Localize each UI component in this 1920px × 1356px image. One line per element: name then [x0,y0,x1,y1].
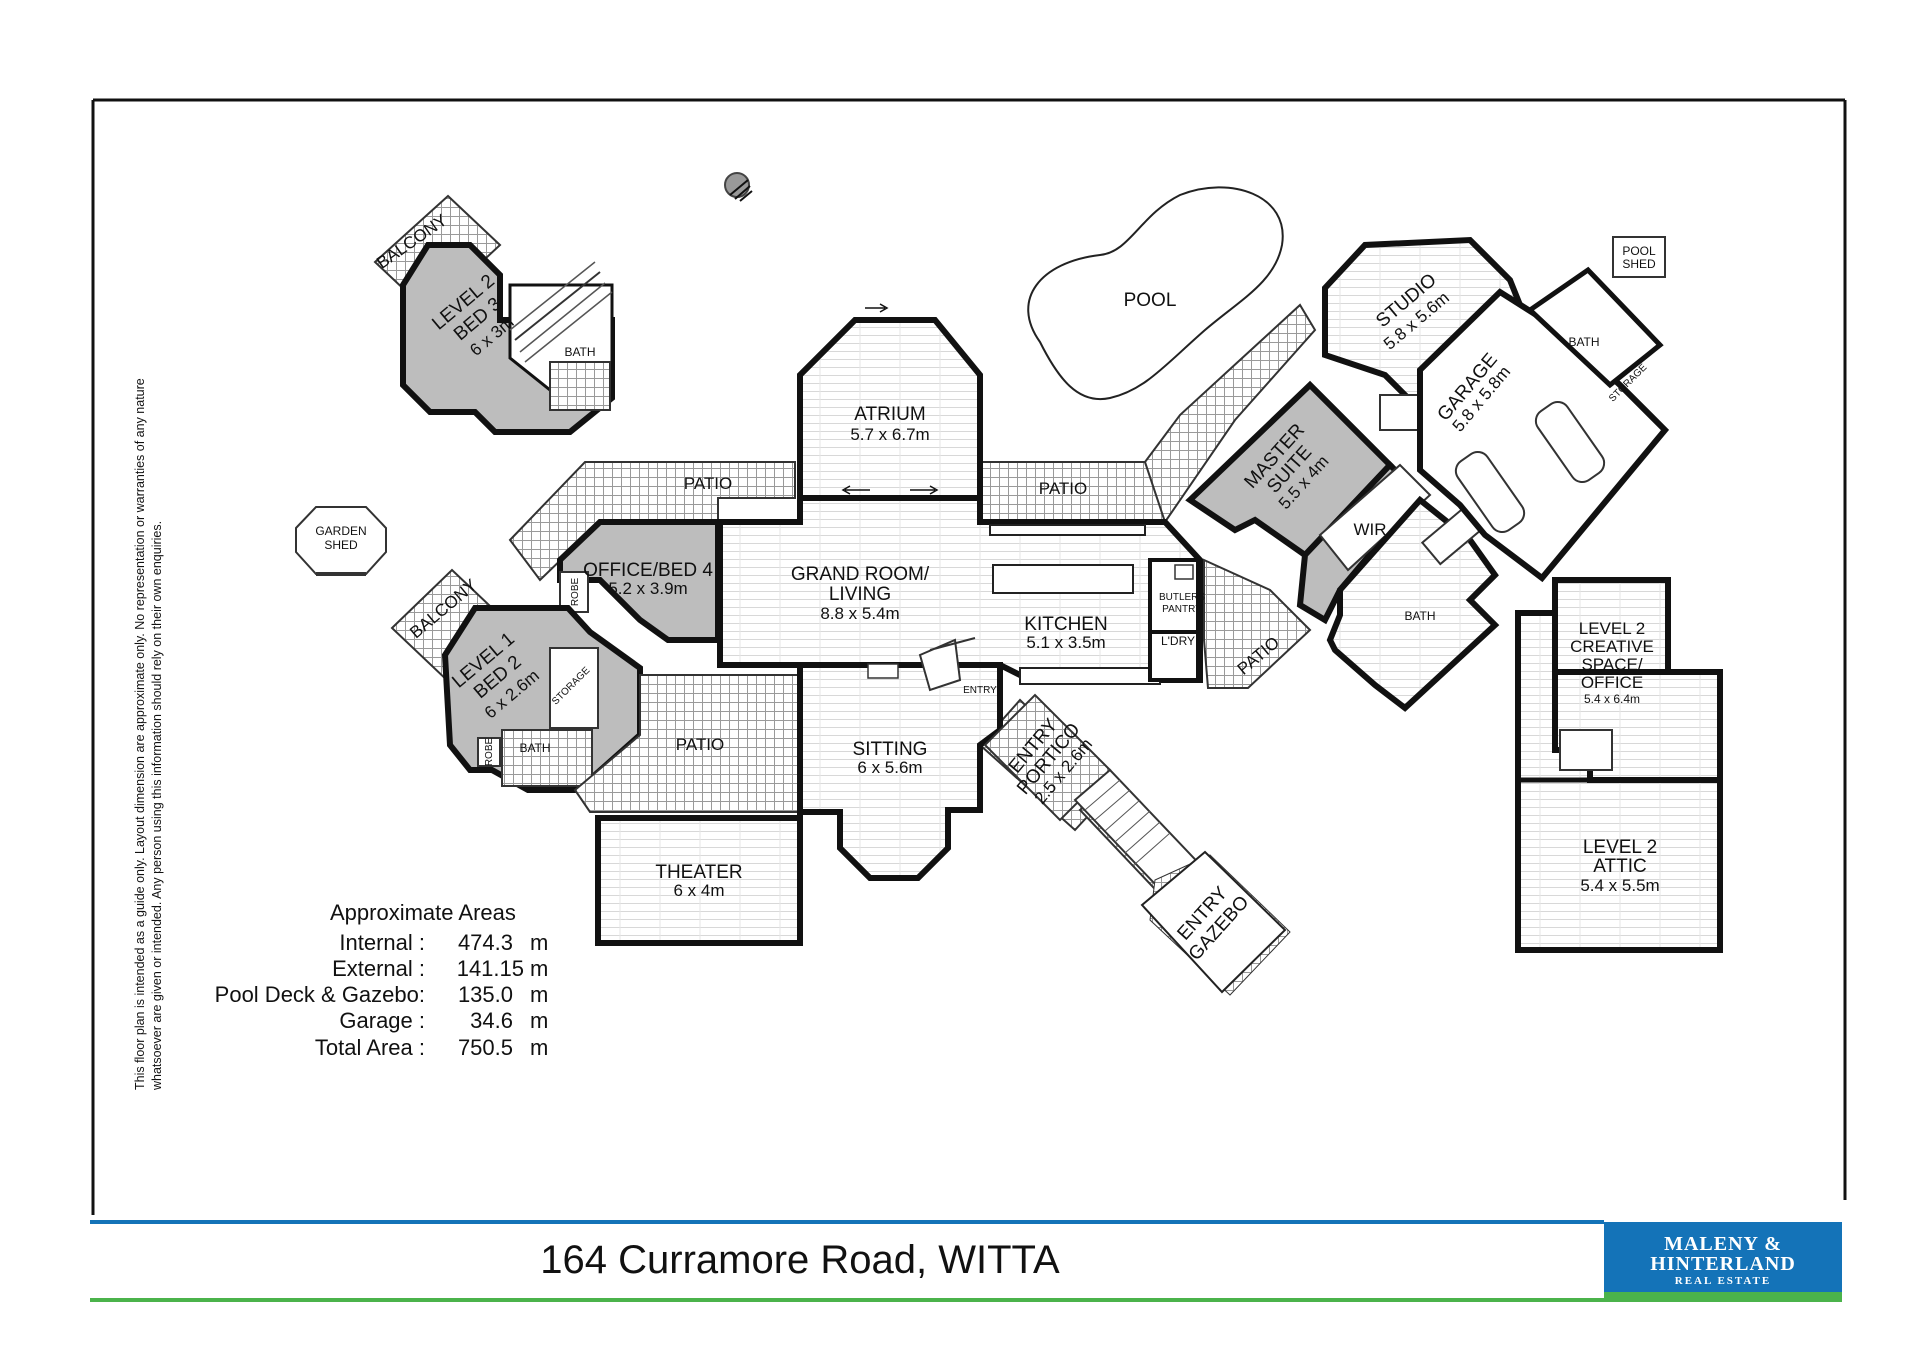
pool-label: POOL [1124,290,1177,311]
areas-table: Approximate Areas Internal : 474.3 m Ext… [215,900,549,1060]
garden-shed-label-1: GARDEN [315,524,366,538]
area-unit-total: m [530,1035,548,1060]
area-label-external: External : [332,956,425,981]
garden-shed-label-2: SHED [324,538,358,552]
logo-line-1: MALENY & [1664,1233,1782,1255]
grand-room: GRAND ROOM/ LIVING 8.8 x 5.4m KITCHEN 5.… [717,495,1203,685]
kitchen-label-1: KITCHEN [1024,614,1107,635]
grand-room-label-2: LIVING [829,584,891,605]
ensuite-bath: BATH [1326,495,1500,712]
attic-label-2: ATTIC [1593,856,1646,877]
garden-shed: GARDEN SHED [295,506,387,576]
logo-green-bar [1604,1292,1842,1302]
theater-room: THEATER 6 x 4m [595,815,803,946]
sitting-room: ENTRY SITTING 6 x 5.6m [797,637,1003,881]
area-value-external: 141.15 [457,956,524,981]
area-value-garage: 34.6 [470,1008,513,1033]
theater-label-1: THEATER [655,862,742,883]
pantry-laundry: BUTLERS PANTRY L'DRY [1148,558,1205,682]
bed2-bath-label: BATH [519,741,550,755]
compass-icon [724,172,753,202]
area-unit-garage: m [530,1008,548,1033]
bed2-robe-label: ROBE [484,738,495,767]
wir-label: WIR [1353,520,1386,539]
master-suite: WIR MASTER SUITE 5.5 x 4m [1185,380,1432,625]
area-label-internal: Internal : [339,930,425,955]
area-value-pool-deck: 135.0 [458,982,513,1007]
area-unit-internal: m [530,930,548,955]
bed3-bath-label: BATH [564,345,595,359]
area-label-pool-deck: Pool Deck & Gazebo: [215,982,425,1007]
garage-bath-label: BATH [1568,335,1599,349]
kitchen-label-2: 5.1 x 3.5m [1026,633,1105,652]
agency-logo: MALENY & HINTERLAND REAL ESTATE [1604,1222,1842,1302]
page-frame [90,98,1847,1302]
pool-shed-label-2: SHED [1622,257,1656,271]
logo-line-2: HINTERLAND [1650,1253,1796,1275]
attic-label-1: LEVEL 2 [1583,837,1657,858]
patio-lower-label: PATIO [676,735,725,754]
grand-room-label-1: GRAND ROOM/ [791,564,930,585]
creative-label-5: 5.4 x 6.4m [1584,692,1640,706]
creative-label-4: OFFICE [1581,673,1643,692]
entry-label: ENTRY [963,685,997,696]
grand-room-label-3: 8.8 x 5.4m [820,604,899,623]
office-bed4-room: ROBE OFFICE/BED 4 5.2 x 3.9m [557,519,721,643]
sitting-label-1: SITTING [853,739,928,760]
car-icon [1454,400,1606,534]
butlers-label-1: BUTLERS [1159,592,1205,603]
area-unit-external: m [530,956,548,981]
pool: POOL [1027,186,1284,401]
disclaimer-line-2: whatsoever are given or intended. Any pe… [150,520,164,1090]
atrium-label-2: 5.7 x 6.7m [850,425,929,444]
attic-label-3: 5.4 x 5.5m [1580,876,1659,895]
area-value-internal: 474.3 [458,930,513,955]
creative-label-3: SPACE/ [1581,655,1642,674]
office-label-1: OFFICE/BED 4 [583,560,713,581]
property-address: 164 Curramore Road, WITTA [540,1238,1060,1282]
disclaimer: This floor plan is intended as a guide o… [132,190,166,1090]
sitting-label-2: 6 x 5.6m [857,758,922,777]
theater-label-2: 6 x 4m [673,881,724,900]
ensuite-bath-label: BATH [1404,609,1435,623]
entry-gazebo: ENTRY GAZEBO [1140,850,1287,994]
areas-heading: Approximate Areas [330,900,516,925]
atrium-room: ATRIUM 5.7 x 6.7m [797,303,983,501]
patio-left-label: PATIO [684,474,733,493]
creative-label-1: LEVEL 2 [1579,619,1645,638]
area-label-total: Total Area : [315,1035,425,1060]
laundry-label: L'DRY [1161,634,1195,648]
bed2-pod: STORAGE ROBE BATH BALCONY LEVEL 1 BED 2 … [390,568,643,793]
patio-right-label: PATIO [1039,479,1088,498]
pool-shed-label-1: POOL [1622,244,1656,258]
pool-shed: POOL SHED [1612,236,1666,278]
disclaimer-line-1: This floor plan is intended as a guide o… [133,378,147,1090]
bed3-pod: BATH BALCONY LEVEL 2 BED 3 6 x 3m [373,194,615,435]
area-unit-pool-deck: m [530,982,548,1007]
atrium-label-1: ATRIUM [854,404,925,425]
area-value-total: 750.5 [458,1035,513,1060]
level2-creative: LEVEL 2 CREATIVE SPACE/ OFFICE 5.4 x 6.4… [1515,577,1723,953]
office-robe-label: ROBE [570,578,581,607]
creative-label-2: CREATIVE [1570,637,1654,656]
area-label-garage: Garage : [339,1008,425,1033]
butlers-label-2: PANTRY [1162,604,1202,615]
logo-line-3: REAL ESTATE [1674,1275,1772,1287]
office-label-2: 5.2 x 3.9m [608,579,687,598]
